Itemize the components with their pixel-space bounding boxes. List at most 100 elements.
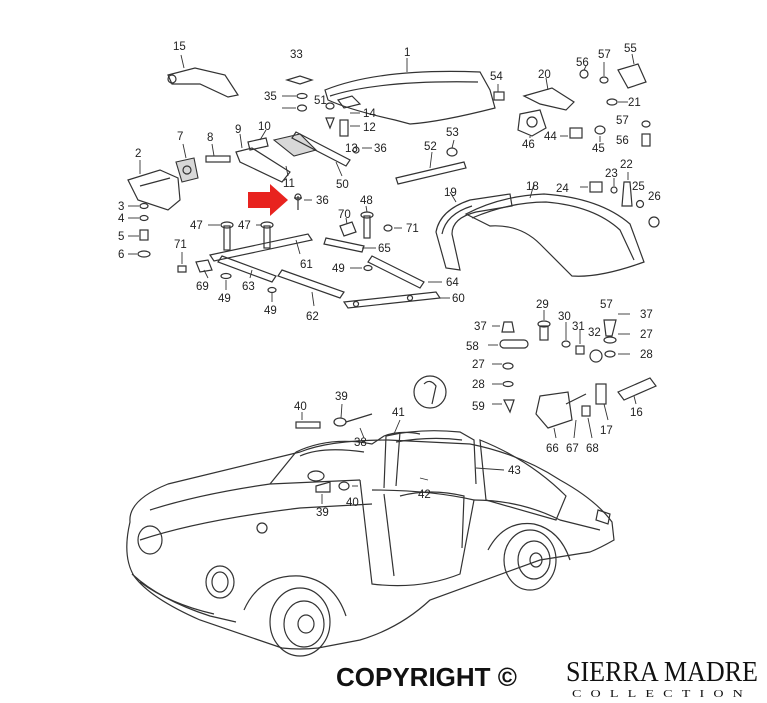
callout-49b: 49 <box>264 305 277 317</box>
callout-36: 36 <box>316 195 329 207</box>
parts-29-32 <box>537 310 630 363</box>
callout-27b: 27 <box>472 359 485 371</box>
callout-62: 62 <box>306 311 319 323</box>
callout-2: 2 <box>135 148 141 160</box>
callout-42: 42 <box>418 489 431 501</box>
callout-14: 14 <box>363 108 376 120</box>
callout-51: 51 <box>314 95 327 107</box>
callout-63: 63 <box>242 281 255 293</box>
callout-71b: 71 <box>406 223 419 235</box>
parts-39-40-lower <box>315 481 358 504</box>
parts-58-59-column <box>488 321 529 414</box>
callout-57c: 57 <box>600 299 613 311</box>
footer: COPYRIGHT © SIERRA MADRE COLLECTION <box>336 657 758 700</box>
brand-logo: SIERRA MADRE <box>566 657 758 688</box>
callout-39b: 39 <box>316 507 329 519</box>
part-52-strip <box>395 139 467 185</box>
callout-26: 26 <box>648 191 661 203</box>
callout-10: 10 <box>258 121 271 133</box>
callout-56b: 56 <box>616 135 629 147</box>
callout-47b: 47 <box>238 220 251 232</box>
callout-47a: 47 <box>190 220 203 232</box>
callout-40a: 40 <box>294 401 307 413</box>
car-illustration <box>126 430 615 657</box>
callout-22: 22 <box>620 159 633 171</box>
callout-17: 17 <box>600 425 613 437</box>
callout-9: 9 <box>235 124 241 136</box>
callout-45: 45 <box>592 143 605 155</box>
callout-12: 12 <box>363 122 376 134</box>
parts-47-bolts <box>208 221 274 251</box>
callout-59: 59 <box>472 401 485 413</box>
parts-22-26 <box>580 172 660 228</box>
part-41-seal-icon <box>413 375 447 409</box>
callout-23: 23 <box>605 168 618 180</box>
callout-25: 25 <box>632 181 645 193</box>
callout-48: 48 <box>360 195 373 207</box>
callout-37b: 37 <box>474 321 487 333</box>
parts-38-40-upper <box>295 403 373 439</box>
callout-24: 24 <box>556 183 569 195</box>
callout-58: 58 <box>466 341 479 353</box>
parts-55-56-57-21 <box>579 53 651 147</box>
part-64-rail <box>350 255 442 289</box>
part-2-latch-bracket <box>127 160 181 258</box>
callout-30: 30 <box>558 311 571 323</box>
part-15-handle <box>167 54 239 98</box>
callout-53: 53 <box>446 127 459 139</box>
brand-sub-logo: COLLECTION <box>572 689 752 700</box>
callout-69: 69 <box>196 281 209 293</box>
part-7-plate <box>175 143 199 183</box>
callout-16: 16 <box>630 407 643 419</box>
part-54-clip <box>493 84 505 101</box>
callout-32: 32 <box>588 327 601 339</box>
callout-71a: 71 <box>174 239 187 251</box>
callout-8: 8 <box>207 132 213 144</box>
callout-29: 29 <box>536 299 549 311</box>
copyright-text: COPYRIGHT © <box>336 662 517 692</box>
hardware-column-33-51 <box>282 75 335 130</box>
parts-61-63-rails <box>195 233 345 307</box>
callout-57a: 57 <box>598 49 611 61</box>
callout-43: 43 <box>508 465 521 477</box>
callout-39a: 39 <box>335 391 348 403</box>
car-leader-lines <box>393 419 505 481</box>
callout-28b: 28 <box>472 379 485 391</box>
callout-66: 66 <box>546 443 559 455</box>
callout-7: 7 <box>177 131 183 143</box>
callout-55: 55 <box>624 43 637 55</box>
parts-65-70-48 <box>323 205 402 253</box>
parts-66-68-latch <box>535 383 607 439</box>
part-60-rail <box>342 291 450 309</box>
callout-36b: 36 <box>374 143 387 155</box>
highlight-arrow <box>248 184 312 216</box>
parts-12-14 <box>336 95 362 137</box>
callout-68: 68 <box>586 443 599 455</box>
arrow-icon <box>248 184 288 216</box>
callout-33: 33 <box>290 49 303 61</box>
callout-67: 67 <box>566 443 579 455</box>
part-46-plate <box>517 109 547 138</box>
parts-44-45 <box>560 125 606 142</box>
callout-50: 50 <box>336 179 349 191</box>
callout-11: 11 <box>283 178 295 190</box>
part-1-roof-panel <box>324 58 496 125</box>
callout-49c: 49 <box>332 263 345 275</box>
callout-65: 65 <box>378 243 391 255</box>
callout-52: 52 <box>424 141 437 153</box>
callout-41: 41 <box>392 407 405 419</box>
part-19-seal <box>435 191 513 271</box>
callout-5: 5 <box>118 231 124 243</box>
callout-15: 15 <box>173 41 186 53</box>
part-20-hinge <box>522 77 575 111</box>
callout-49a: 49 <box>218 293 231 305</box>
callout-57b: 57 <box>616 115 629 127</box>
callout-4: 4 <box>118 213 125 225</box>
callout-70: 70 <box>338 209 351 221</box>
part-50-strip <box>291 131 351 177</box>
callout-56a: 56 <box>576 57 589 69</box>
callout-37a: 37 <box>640 309 653 321</box>
parts-71-49-left <box>177 252 277 302</box>
callout-27a: 27 <box>640 329 653 341</box>
